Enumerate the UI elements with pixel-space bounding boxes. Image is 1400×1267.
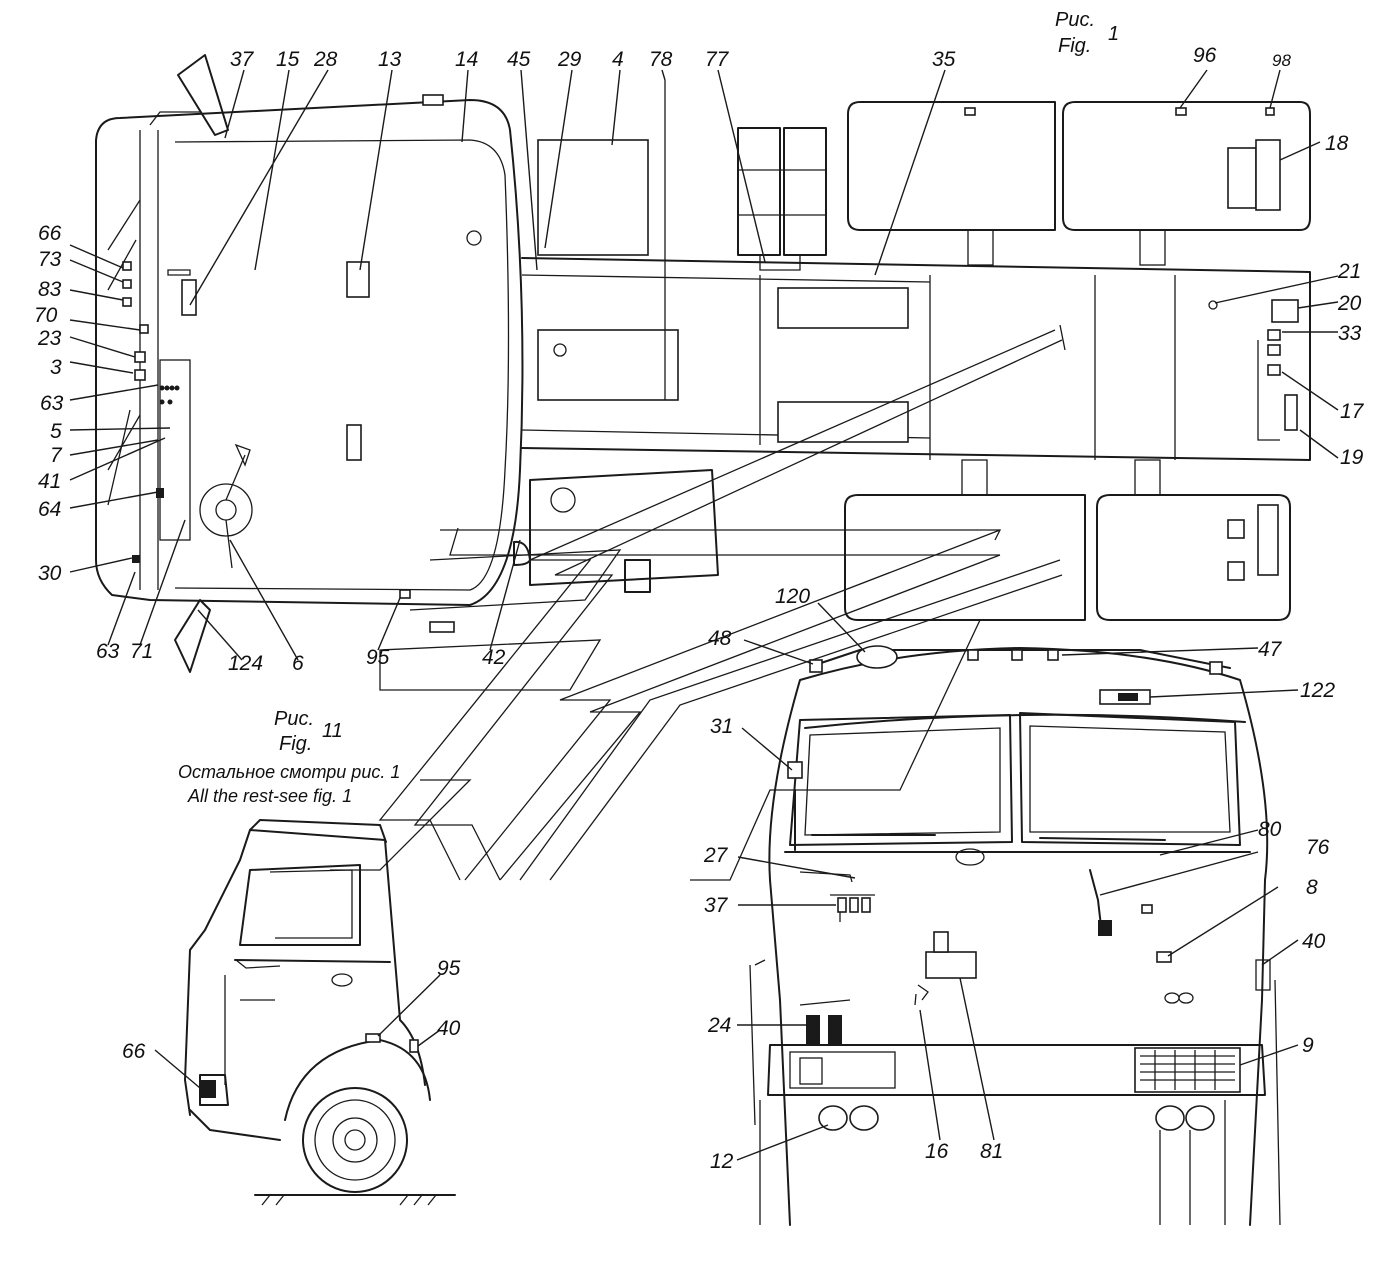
callout-label: 35 <box>932 48 956 71</box>
connector-bands <box>330 324 1066 881</box>
callout-label: 40 <box>437 1017 461 1040</box>
callout-label: 15 <box>276 48 300 71</box>
callout-label: 5 <box>50 420 62 443</box>
callout-label: 76 <box>1306 836 1330 859</box>
figure-11-caption-en: Fig. <box>279 733 312 755</box>
callout-label: 73 <box>38 248 62 271</box>
callout-label: 17 <box>1340 400 1365 423</box>
callout-label: 30 <box>38 562 62 585</box>
callout-label: 27 <box>703 844 729 867</box>
callout-label: 8 <box>1306 876 1318 899</box>
callout-label: 120 <box>775 585 810 608</box>
figure-11-note-en: All the rest-see fig. 1 <box>187 786 352 806</box>
callout-label: 18 <box>1325 132 1349 155</box>
callout-label: 71 <box>130 640 153 663</box>
callout-label: 48 <box>708 627 732 650</box>
callout-label: 28 <box>313 48 338 71</box>
callout-label: 12 <box>710 1150 734 1173</box>
callout-label: 80 <box>1258 818 1282 841</box>
callout-label: 45 <box>507 48 531 71</box>
callout-label: 77 <box>705 48 730 71</box>
callout-label: 31 <box>710 715 733 738</box>
callout-label: 78 <box>649 48 673 71</box>
callout-label: 122 <box>1300 679 1335 702</box>
figure-1-caption: Рис. Fig. 1 <box>1055 9 1119 57</box>
callout-label: 13 <box>378 48 402 71</box>
callout-label: 4 <box>612 48 624 71</box>
top-view-callouts: 37 15 28 13 14 45 29 4 78 77 35 96 98 18… <box>34 44 1365 675</box>
callout-label: 14 <box>455 48 478 71</box>
callout-label: 41 <box>38 470 61 493</box>
figure-11-number: 11 <box>322 720 343 742</box>
callout-label: 19 <box>1340 446 1364 469</box>
truck-front-view <box>749 645 1281 1226</box>
figure-11-caption: Рис. 11 Fig. Остальное смотри рис. 1 All… <box>178 708 400 806</box>
truck-top-view <box>95 54 1311 673</box>
callout-label: 7 <box>50 444 63 467</box>
leader-lines <box>69 69 1339 1161</box>
callout-label: 95 <box>366 646 390 669</box>
side-view-callouts: 95 40 66 <box>122 957 461 1063</box>
figure-11-note-ru: Остальное смотри рис. 1 <box>178 762 400 782</box>
callout-label: 6 <box>292 652 304 675</box>
callout-label: 70 <box>34 304 58 327</box>
callout-label: 23 <box>37 327 62 350</box>
figure-1-number: 1 <box>1108 23 1119 45</box>
callout-label: 81 <box>980 1140 1003 1163</box>
callout-label: 63 <box>96 640 120 663</box>
figure-11-caption-ru: Рис. <box>274 708 314 730</box>
callout-label: 16 <box>925 1140 949 1163</box>
callout-label: 98 <box>1272 51 1291 70</box>
callout-label: 64 <box>38 498 61 521</box>
callout-label: 124 <box>228 652 263 675</box>
callout-label: 83 <box>38 278 62 301</box>
callout-label: 42 <box>482 646 506 669</box>
callout-label: 20 <box>1337 292 1362 315</box>
callout-label: 37 <box>704 894 729 917</box>
callout-label: 9 <box>1302 1034 1314 1057</box>
callout-label: 3 <box>50 356 62 379</box>
callout-label: 29 <box>557 48 582 71</box>
callout-label: 40 <box>1302 930 1326 953</box>
callout-label: 37 <box>230 48 255 71</box>
callout-label: 66 <box>38 222 62 245</box>
truck-side-view <box>184 819 456 1206</box>
callout-label: 47 <box>1258 638 1283 661</box>
callout-label: 66 <box>122 1040 146 1063</box>
callout-label: 96 <box>1193 44 1217 67</box>
callout-label: 95 <box>437 957 461 980</box>
figure-1-caption-en: Fig. <box>1058 35 1091 57</box>
callout-label: 33 <box>1338 322 1362 345</box>
front-view-callouts: 120 48 47 122 31 27 37 80 76 8 40 24 9 1… <box>703 585 1335 1173</box>
callout-label: 63 <box>40 392 64 415</box>
callout-label: 21 <box>1337 260 1361 283</box>
figure-1-caption-ru: Рис. <box>1055 9 1095 31</box>
callout-label: 24 <box>707 1014 731 1037</box>
